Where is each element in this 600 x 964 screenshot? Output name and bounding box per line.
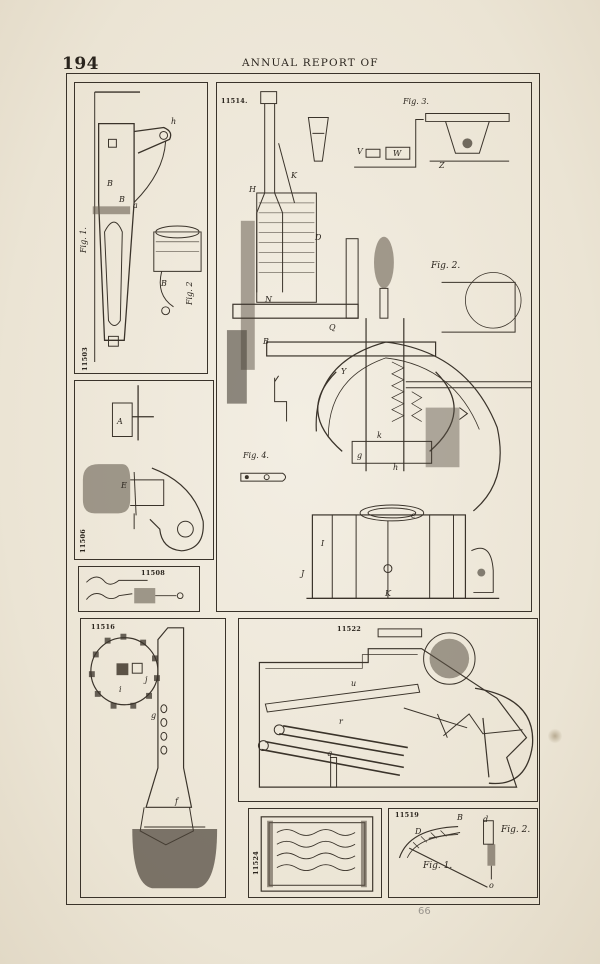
drawing-11506 xyxy=(82,385,204,552)
part-letter: f xyxy=(175,797,178,806)
part-letter: k xyxy=(377,431,382,440)
label-fig-4: Fig. 4. xyxy=(243,451,269,460)
part-letter: K xyxy=(291,171,297,180)
label-fig-1: Fig. 1. xyxy=(423,861,453,871)
part-letter: V xyxy=(357,147,363,156)
figure-panel-11508: 11508 xyxy=(78,566,200,612)
part-letter: B xyxy=(119,195,125,204)
part-letter: g xyxy=(151,711,157,720)
panel-number: 11519 xyxy=(395,811,420,819)
figure-panel-11524: 11524 xyxy=(248,808,382,898)
part-letter: q xyxy=(327,749,333,758)
part-letter: E xyxy=(121,481,127,490)
paper-stain xyxy=(548,728,562,744)
part-letter: D xyxy=(315,233,322,242)
part-letter: K xyxy=(385,589,391,598)
panel-number: 11508 xyxy=(141,569,166,577)
part-letter: N xyxy=(265,295,272,304)
plate-frame xyxy=(66,73,540,905)
part-letter: Z xyxy=(439,161,445,170)
part-letter: g xyxy=(357,451,363,460)
figure-panel-11514: 11514. Fig. 3. Fig. 2. Fig. 4. H K D N Q… xyxy=(216,82,532,612)
figure-panel-11519: 11519 Fig. 1. Fig. 2. B D d o xyxy=(388,808,538,898)
label-fig-3: Fig. 3. xyxy=(403,97,429,106)
part-letter: B xyxy=(161,279,167,288)
part-letter: e xyxy=(411,511,416,520)
label-fig-2: Fig. 2 xyxy=(185,281,194,305)
part-letter: J xyxy=(301,569,305,578)
panel-number: 11503 xyxy=(81,346,89,371)
part-letter: B xyxy=(457,813,463,822)
figure-panel-11503: Fig. 1. Fig. 2 11503 h B B a B xyxy=(74,82,208,374)
part-letter: H xyxy=(249,185,256,194)
drawing-11516 xyxy=(88,627,218,889)
figure-panel-11522: 11522 u r q xyxy=(238,618,538,802)
drawing-11503 xyxy=(92,91,202,362)
part-letter: D xyxy=(415,827,422,836)
pencil-mark: 66 xyxy=(418,906,431,917)
part-letter: I xyxy=(321,539,325,548)
figure-panel-11516: 11516 i j g f xyxy=(80,618,226,898)
part-letter: Q xyxy=(329,323,336,332)
label-fig-2: Fig. 2. xyxy=(501,825,531,835)
part-letter: B xyxy=(263,337,269,346)
part-letter: d xyxy=(483,815,489,824)
part-letter: h xyxy=(393,463,399,472)
label-fig-2: Fig. 2. xyxy=(431,261,461,271)
drawing-11524 xyxy=(260,816,374,892)
drawing-11519 xyxy=(398,820,496,888)
panel-number: 11514. xyxy=(221,97,248,105)
part-letter: i xyxy=(119,685,122,694)
drawing-11508 xyxy=(86,576,184,604)
part-letter: a xyxy=(133,201,138,210)
running-head: ANNUAL REPORT OF xyxy=(242,57,379,69)
part-letter: B xyxy=(107,179,113,188)
page-number: 194 xyxy=(62,54,99,74)
part-letter: W xyxy=(393,149,402,158)
part-letter: r xyxy=(339,717,343,726)
part-letter: o xyxy=(489,881,494,890)
figure-panel-11506: A E 11506 xyxy=(74,380,214,560)
part-letter: u xyxy=(351,679,357,688)
label-fig-1: Fig. 1. xyxy=(79,227,88,253)
part-letter: j xyxy=(145,675,148,684)
drawing-11522 xyxy=(257,628,534,788)
part-letter: Y xyxy=(341,367,347,376)
panel-number: 11522 xyxy=(337,625,362,633)
panel-number: 11506 xyxy=(79,528,87,553)
panel-number: 11524 xyxy=(252,850,260,875)
panel-number: 11516 xyxy=(91,623,116,631)
part-letter: h xyxy=(171,117,177,126)
drawing-11514 xyxy=(226,91,531,600)
part-letter: A xyxy=(117,417,123,426)
